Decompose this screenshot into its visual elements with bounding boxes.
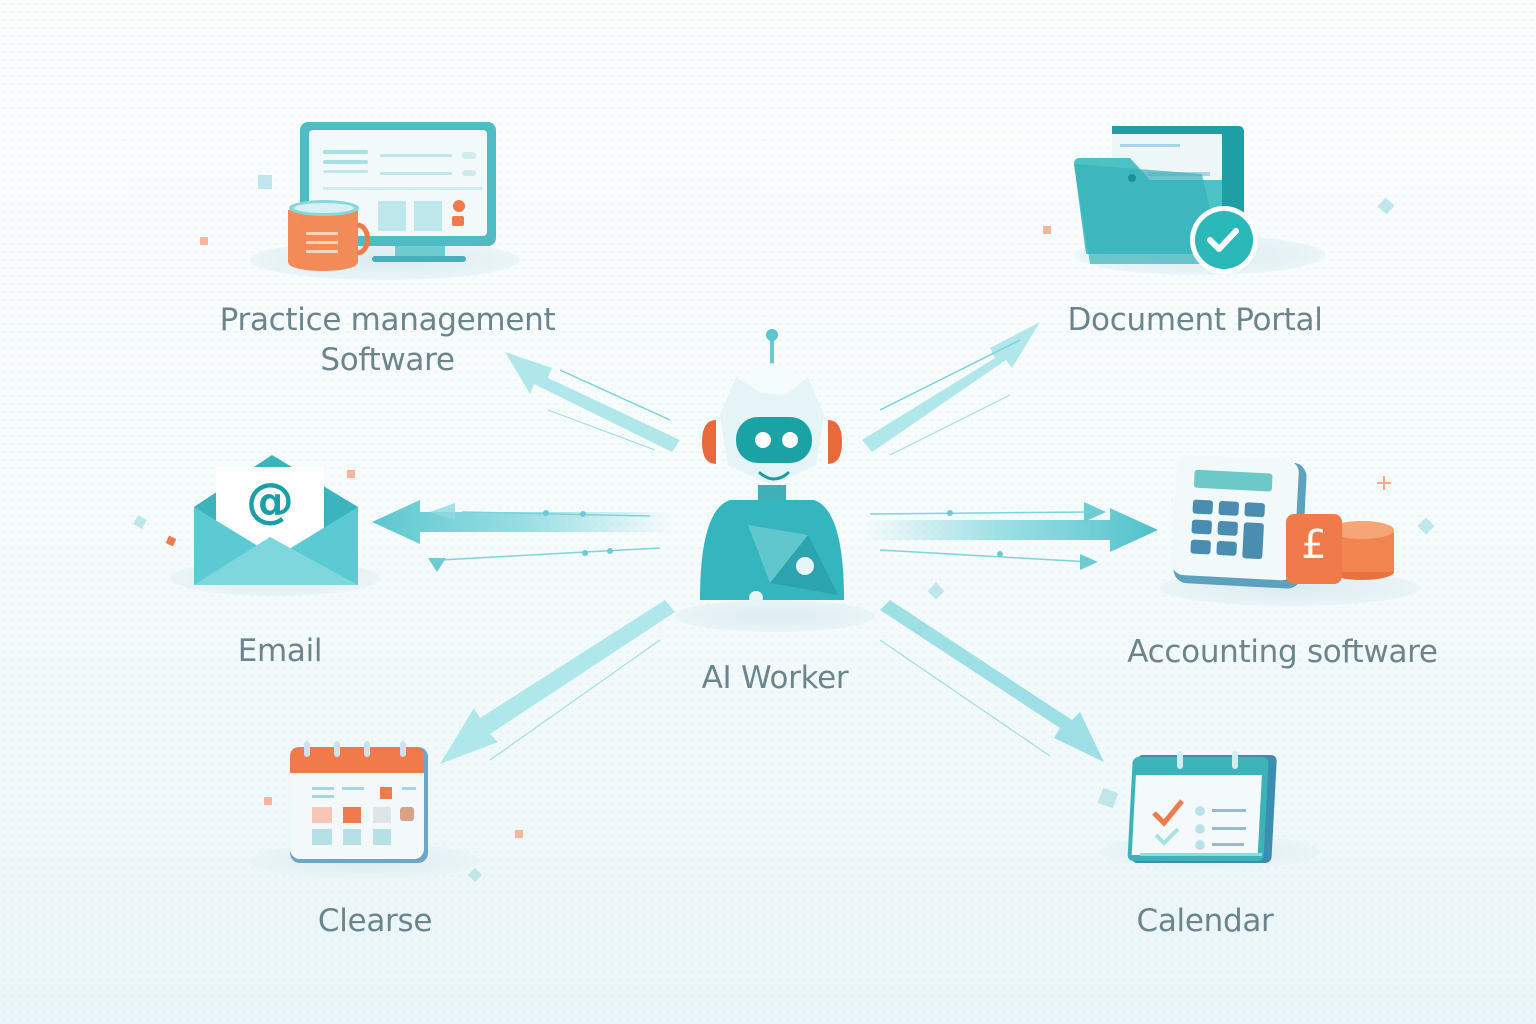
calendar-checklist-icon <box>1127 751 1277 863</box>
robot-icon <box>700 329 844 605</box>
monitor-mug-icon <box>288 122 496 271</box>
arrow-to-email <box>372 500 670 572</box>
node-label: Clearse <box>317 903 433 939</box>
pound-sign-icon: £ <box>1301 522 1327 568</box>
node-calendar[interactable]: Calendar <box>1100 735 1320 950</box>
folder-check-icon <box>1074 126 1258 274</box>
envelope-at-icon <box>194 455 358 585</box>
calendar-grid-icon <box>290 741 428 863</box>
node-clearse[interactable]: Clearse <box>250 735 500 950</box>
node-label: Calendar <box>1136 903 1274 939</box>
calculator-coins-icon <box>1171 455 1394 589</box>
node-email[interactable]: @ Email <box>160 445 400 675</box>
center-label: AI Worker <box>701 660 849 696</box>
node-label: Email <box>237 633 323 669</box>
at-sign-icon: @ <box>246 473 294 529</box>
node-ai-worker[interactable]: AI Worker <box>660 325 890 705</box>
arrow-to-document-portal <box>862 322 1040 456</box>
arrow-to-practice-management <box>505 352 680 452</box>
node-label-line1: Practice management <box>219 302 556 338</box>
node-label: Practice management Software <box>200 300 575 380</box>
arrow-to-accounting <box>866 502 1158 570</box>
node-label-line2: Software <box>320 342 455 378</box>
arrow-to-calendar <box>879 600 1104 762</box>
arrow-to-clearse <box>440 600 675 764</box>
node-practice-management[interactable]: Practice management Software <box>200 110 560 380</box>
node-accounting-software[interactable]: £ Accounting software <box>1100 450 1480 680</box>
node-label: Document Portal <box>1067 302 1323 338</box>
node-document-portal[interactable]: Document Portal <box>1040 110 1360 350</box>
node-label: Accounting software <box>1127 634 1438 670</box>
icon-shadow <box>675 600 875 632</box>
